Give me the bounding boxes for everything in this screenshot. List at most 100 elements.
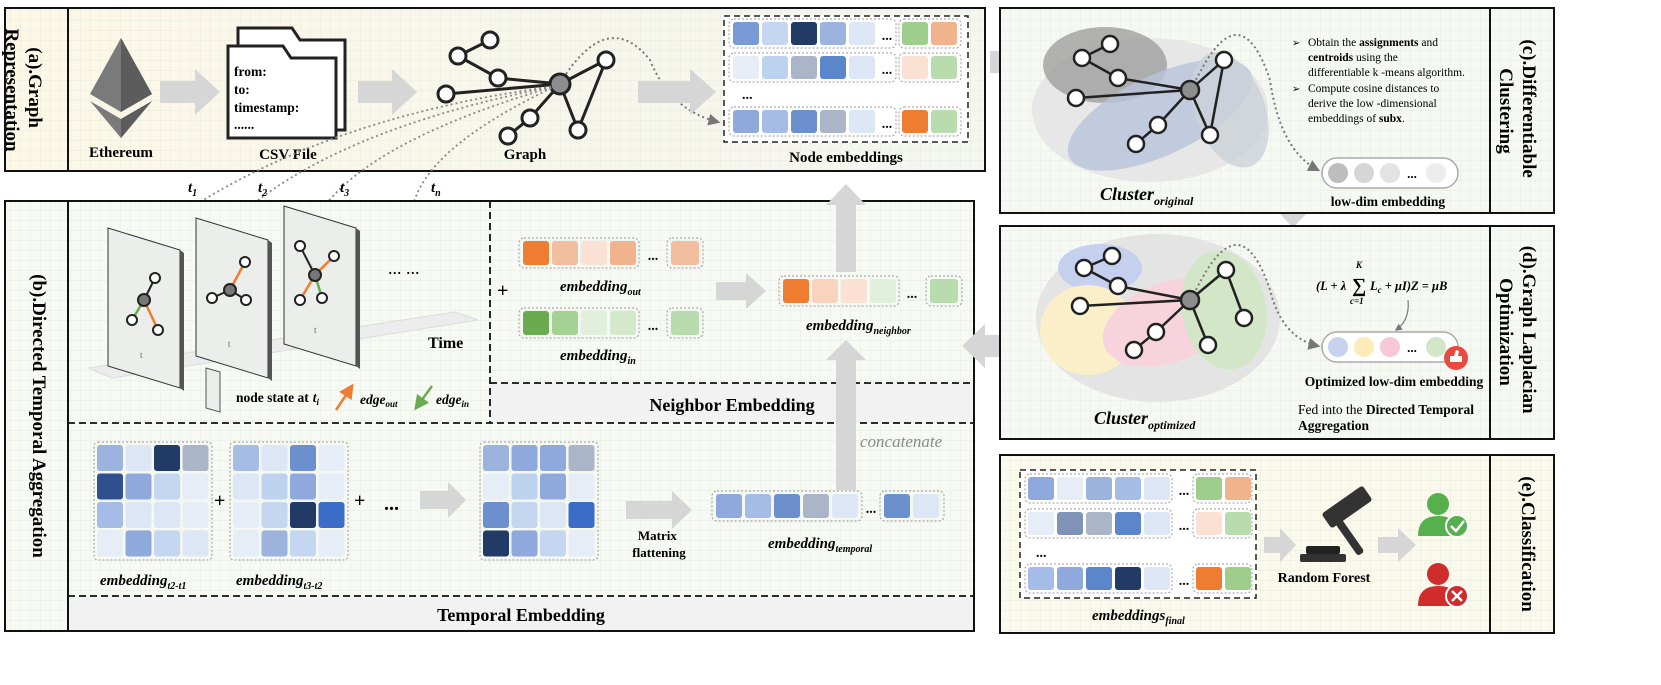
matrix-cell <box>511 473 538 500</box>
user-check-icon <box>1418 493 1469 538</box>
matrix-cell <box>182 445 209 471</box>
svg-text:...: ... <box>882 29 893 44</box>
arrow-right <box>160 69 220 115</box>
panel-graph-laplacian-optimization: (d).Graph Laplacian Optimization <box>999 225 1555 440</box>
node-embeddings-label: Node embeddings <box>789 150 903 166</box>
svg-text:➢: ➢ <box>1292 38 1300 49</box>
svg-text:embeddingout: embeddingout <box>560 279 642 298</box>
bullet-text: assignments <box>1359 37 1419 49</box>
matrix-cell <box>233 445 259 471</box>
matrix-cell <box>97 530 123 557</box>
fed-into-label: Fed into the Directed Temporal <box>1298 402 1474 417</box>
matrix-cell <box>290 473 316 500</box>
cluster-graph <box>1066 34 1234 154</box>
low-dim-label: low-dim embedding <box>1331 194 1446 209</box>
svg-text:t: t <box>314 325 317 335</box>
graph-label: Graph <box>504 147 547 163</box>
snapshot-t1: t <box>107 227 184 391</box>
svg-text:t: t <box>140 350 143 360</box>
matrix-cell <box>290 445 316 471</box>
matrix-cell <box>154 445 180 471</box>
svg-text:......: ...... <box>234 117 254 132</box>
low-dim-embedding: ... <box>1321 157 1459 189</box>
optimized-label: Optimized low-dim embedding <box>1305 374 1484 389</box>
matrix-cell <box>511 530 538 557</box>
svg-text:embeddingtemporal: embeddingtemporal <box>768 536 872 555</box>
svg-text:...: ... <box>742 88 753 103</box>
bullet-text: using the <box>1353 52 1398 64</box>
matrix-cell <box>182 473 209 500</box>
ethereum-label: Ethereum <box>89 145 153 161</box>
embedding-neighbor: ... embeddingneighbor <box>778 275 963 337</box>
matrix-cell <box>154 530 180 557</box>
panel-e-title: (e).Classification <box>1517 476 1538 612</box>
matrix-cell <box>483 445 509 471</box>
svg-text:...: ... <box>1179 484 1190 499</box>
svg-text:Lc + μI)Z = μB: Lc + μI)Z = μB <box>1369 279 1447 295</box>
matrix-cell <box>261 502 288 528</box>
svg-text:...: ... <box>648 319 659 334</box>
matrix-cell <box>97 473 123 500</box>
matrix-cell <box>233 530 259 557</box>
embeddings-final-label: embeddingsfinal <box>1092 608 1185 627</box>
svg-text:Clusteroptimized: Clusteroptimized <box>1094 408 1196 432</box>
svg-text:...: ... <box>866 502 877 517</box>
svg-text:embeddingin: embeddingin <box>560 348 636 367</box>
matrix-cell <box>483 502 509 528</box>
bullet-text: centroids <box>1308 52 1354 64</box>
matrix-t2-t1: embeddingt2-t1 <box>93 441 213 592</box>
cluster-graph <box>1070 246 1254 360</box>
random-forest-label: Random Forest <box>1278 571 1371 586</box>
matrix-cell <box>318 502 345 528</box>
svg-text:t3: t3 <box>340 180 349 199</box>
neighbor-embedding-title: Neighbor Embedding <box>649 395 814 415</box>
plus-sign: + <box>497 280 508 302</box>
matrix-cell <box>154 502 180 528</box>
time-dots: ... ... <box>388 258 420 278</box>
matrix-cell <box>154 473 180 500</box>
svg-text:...: ... <box>907 287 918 302</box>
matrix-cell <box>233 473 259 500</box>
svg-text:...: ... <box>1179 519 1190 534</box>
csv-file-label: CSV File <box>259 147 317 163</box>
panel-c-title: (c).Differentiable Clustering <box>1495 39 1539 182</box>
panel-classification: (e).Classification ... ... ... <box>999 454 1555 634</box>
ethereum-logo-icon <box>90 38 152 138</box>
panel-a-title: (a).Graph Representation <box>1 28 45 152</box>
matrix-cell <box>182 530 209 557</box>
panel-graph-representation: (a).Graph Representation Ethereum from: … <box>1 7 986 242</box>
arrow-right <box>420 482 466 518</box>
arrow-right <box>716 273 766 309</box>
embedding-out: ... embeddingout <box>518 237 704 298</box>
arrow-right <box>638 69 716 115</box>
bullet-text: subx <box>1379 113 1402 125</box>
t-labels: t1 t2 t3 tn <box>188 180 441 199</box>
matrix-cell <box>568 530 595 557</box>
embeddings-final-box: ... ... ... ... <box>1019 469 1257 599</box>
svg-text:K: K <box>1355 260 1363 270</box>
arrow-right <box>358 69 417 115</box>
svg-text:...: ... <box>648 249 659 264</box>
svg-text:...: ... <box>1036 546 1047 561</box>
panel-differentiable-clustering: (c).Differentiable Clustering <box>999 7 1555 214</box>
matrix-cell <box>318 473 345 500</box>
matrix-cell <box>511 502 538 528</box>
node-embeddings-box: ... ... ... <box>723 15 969 143</box>
svg-text:tn: tn <box>431 180 441 199</box>
matrix-cell <box>568 473 595 500</box>
bullet-text: and <box>1419 37 1439 49</box>
matrix-cell <box>290 530 316 557</box>
svg-text:+: + <box>354 490 365 512</box>
svg-text:t2: t2 <box>258 180 267 199</box>
svg-text:t: t <box>228 339 231 349</box>
matrix-cell <box>261 530 288 557</box>
arrow-up <box>826 184 866 272</box>
matrix-cell <box>511 445 538 471</box>
svg-text:...: ... <box>1179 574 1190 589</box>
svg-text:edgein: edgein <box>436 392 469 409</box>
arrow-right <box>626 491 692 529</box>
matrix-cell <box>97 445 123 471</box>
svg-text:(L + λ: (L + λ <box>1316 279 1347 293</box>
